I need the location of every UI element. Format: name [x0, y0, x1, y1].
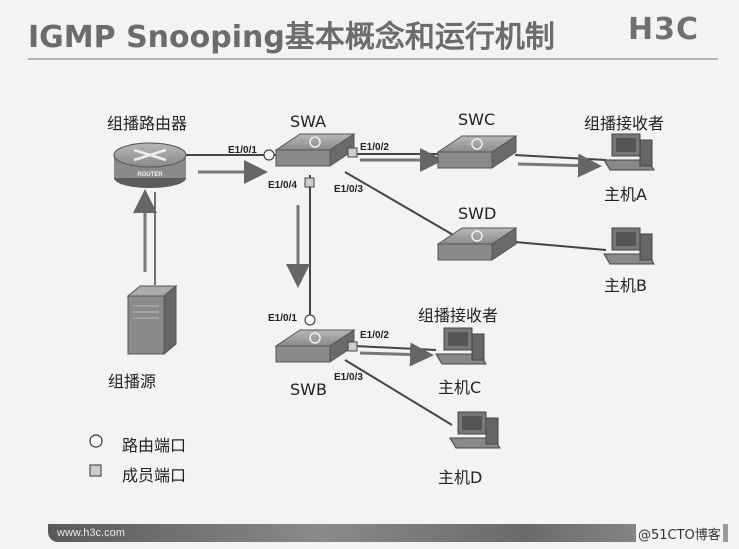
source-label: 组播源	[108, 372, 157, 391]
legend-router-port-label: 路由端口	[122, 436, 187, 455]
host-a-icon	[603, 133, 655, 171]
link-swa-swd	[344, 171, 456, 237]
footer-url: www.h3c.com	[57, 527, 125, 539]
switch-swa-icon	[274, 133, 356, 167]
swb-label: SWB	[290, 380, 327, 399]
flow-arrow-swb-hostc	[359, 342, 434, 367]
router-label: 组播路由器	[107, 114, 188, 133]
router-icon: ROUTER	[113, 142, 187, 188]
swc-label: SWC	[458, 110, 496, 129]
legend-router-port-icon	[89, 434, 103, 448]
receiver-group-a-label: 组播接收者	[584, 114, 665, 133]
link-swc-hosta	[514, 154, 607, 161]
host-b-icon	[603, 227, 655, 265]
flow-arrows	[133, 148, 602, 367]
host-c-label: 主机C	[438, 378, 482, 397]
slide-title: IGMP Snooping基本概念和运行机制	[28, 20, 555, 55]
swd-label: SWD	[458, 204, 497, 223]
receiver-group-c-label: 组播接收者	[418, 306, 499, 325]
switch-swc-icon	[436, 135, 518, 169]
port-label-swb-e101: E1/0/1	[268, 313, 297, 324]
member-port-swa-e102	[347, 147, 358, 158]
host-a-label: 主机A	[604, 185, 647, 204]
router-port-swa-e101	[263, 149, 275, 161]
host-b-label: 主机B	[604, 276, 647, 295]
host-c-icon	[435, 327, 487, 365]
flow-arrow-swc-hosta	[517, 153, 602, 178]
multicast-source-server-icon	[126, 284, 178, 356]
router-port-swb-e101	[304, 314, 316, 326]
port-label-swa-e101: E1/0/1	[228, 145, 257, 156]
links	[154, 153, 607, 426]
port-label-swa-e102: E1/0/2	[360, 142, 389, 153]
router-badge: ROUTER	[137, 172, 163, 178]
legend-member-port-icon	[89, 464, 102, 477]
switch-swb-icon	[274, 329, 356, 363]
legend-member-port-label: 成员端口	[122, 466, 187, 485]
swa-label: SWA	[290, 112, 327, 131]
port-label-swb-e102: E1/0/2	[360, 330, 389, 341]
h3c-logo: H3C	[628, 12, 699, 47]
member-port-swb-e102	[347, 341, 358, 352]
member-port-swa-e104	[304, 177, 315, 188]
port-label-swa-e103: E1/0/3	[334, 184, 363, 195]
link-swb-hostc	[354, 345, 437, 351]
footer-bar	[48, 524, 728, 542]
port-label-swa-e104: E1/0/4	[268, 180, 297, 191]
link-swd-hostb	[514, 241, 607, 251]
port-label-swb-e103: E1/0/3	[334, 372, 363, 383]
watermark: @51CTO博客	[636, 524, 723, 543]
title-divider	[28, 58, 718, 60]
link-swb-hostd	[344, 359, 453, 426]
host-d-label: 主机D	[438, 468, 483, 487]
host-d-icon	[449, 411, 501, 449]
switch-swd-icon	[436, 227, 518, 261]
